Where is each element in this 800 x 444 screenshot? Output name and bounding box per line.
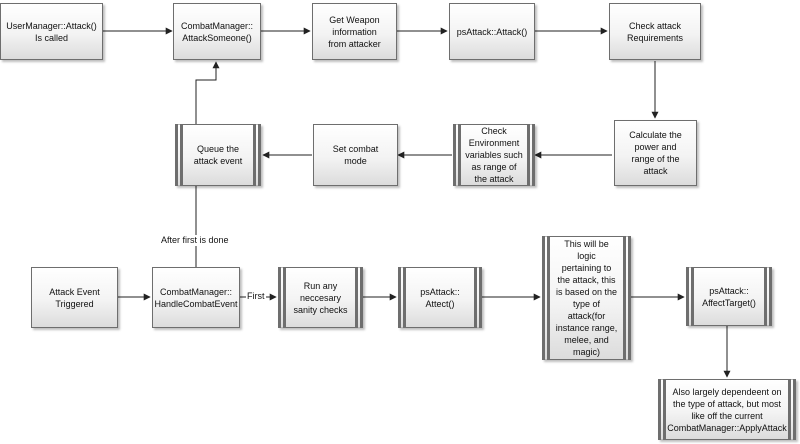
ps-attack-attect-box: psAttack:: Attect() (398, 267, 482, 328)
sanity-checks-text: Run any neccesary sanity checks (293, 280, 348, 315)
attack-event-triggered-box: Attack Event Triggered (31, 267, 118, 328)
user-manager-attack-box: UserManager::Attack() Is called (0, 3, 103, 60)
attack-logic-text: This will be logic pertaining to the att… (555, 239, 618, 357)
attack-logic-box: This will be logic pertaining to the att… (542, 236, 631, 360)
set-combat-mode-text: Set combat mode (332, 144, 379, 166)
get-weapon-info-box: Get Weapon information from attacker (312, 3, 397, 60)
affect-target-text: psAttack:: AffectTarget() (702, 285, 756, 308)
queue-event-text: Queue the attack event (193, 144, 243, 166)
ps-attack-attack-text: psAttack::Attack() (456, 26, 528, 37)
get-weapon-info-text: Get Weapon information from attacker (328, 14, 381, 49)
check-requirements-box: Check attack Requirements (609, 3, 701, 60)
apply-attack-text: Also largely dependeent on the type of a… (667, 386, 787, 433)
check-environment-text: Check Environment variables such as rang… (465, 126, 523, 184)
check-requirements-text: Check attack Requirements (626, 20, 684, 43)
first-label: First (246, 291, 266, 302)
set-combat-mode-box: Set combat mode (313, 124, 398, 186)
attack-someone-text: CombatManager:: AttackSomeone() (180, 20, 254, 43)
after-first-done-label: After first is done (160, 235, 230, 246)
user-manager-attack-text: UserManager::Attack() Is called (6, 20, 97, 43)
attack-someone-box: CombatManager:: AttackSomeone() (173, 3, 261, 60)
attack-event-triggered-text: Attack Event Triggered (49, 286, 100, 309)
ps-attack-attack-box: psAttack::Attack() (449, 3, 535, 60)
handle-combat-event-box: CombatManager:: HandleCombatEvent (152, 267, 240, 328)
calculate-power-text: Calculate the power and range of the att… (629, 130, 682, 176)
calculate-power-box: Calculate the power and range of the att… (614, 120, 697, 186)
ps-attack-attect-text: psAttack:: Attect() (420, 286, 460, 309)
check-environment-box: Check Environment variables such as rang… (453, 124, 535, 186)
handle-combat-event-text: CombatManager:: HandleCombatEvent (154, 286, 238, 309)
apply-attack-box: Also largely dependeent on the type of a… (658, 379, 796, 440)
queue-event-box: Queue the attack event (175, 124, 261, 186)
sanity-checks-box: Run any neccesary sanity checks (278, 267, 363, 328)
affect-target-box: psAttack:: AffectTarget() (686, 267, 772, 326)
